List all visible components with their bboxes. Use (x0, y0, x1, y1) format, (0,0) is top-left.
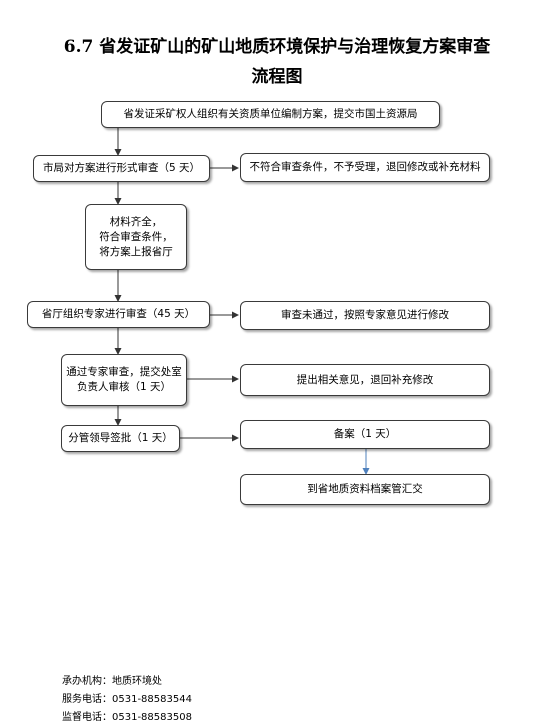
footer-supervise-phone: 监督电话：0531-88583508 (62, 712, 192, 723)
node-submit: 省发证采矿权人组织有关资质单位编制方案，提交市国土资源局 (101, 101, 440, 128)
node-office-review: 通过专家审查，提交处室 负责人审核（1 天） (61, 354, 187, 406)
footer-service-phone: 服务电话：0531-88583544 (62, 694, 192, 705)
node-complete: 材料齐全， 符合审查条件， 将方案上报省厅 (85, 204, 187, 270)
node-not-passed: 审查未通过，按照专家意见进行修改 (240, 301, 490, 330)
node-archive: 到省地质资料档案管汇交 (240, 474, 490, 505)
node-opinions: 提出相关意见，退回补充修改 (240, 364, 490, 396)
footer-org: 承办机构：地质环境处 (62, 676, 162, 687)
node-reject: 不符合审查条件，不予受理，退回修改或补充材料 (240, 153, 490, 182)
node-city-review: 市局对方案进行形式审查（5 天） (33, 155, 210, 182)
node-leader: 分管领导签批（1 天） (61, 425, 180, 452)
diagram-title: 6.7 省发证矿山的矿山地质环境保护与治理恢复方案审查 (63, 37, 491, 57)
diagram-title-line2: 流程图 (251, 67, 303, 87)
node-expert-review: 省厅组织专家进行审查（45 天） (27, 301, 210, 328)
node-record: 备案（1 天） (240, 420, 490, 449)
